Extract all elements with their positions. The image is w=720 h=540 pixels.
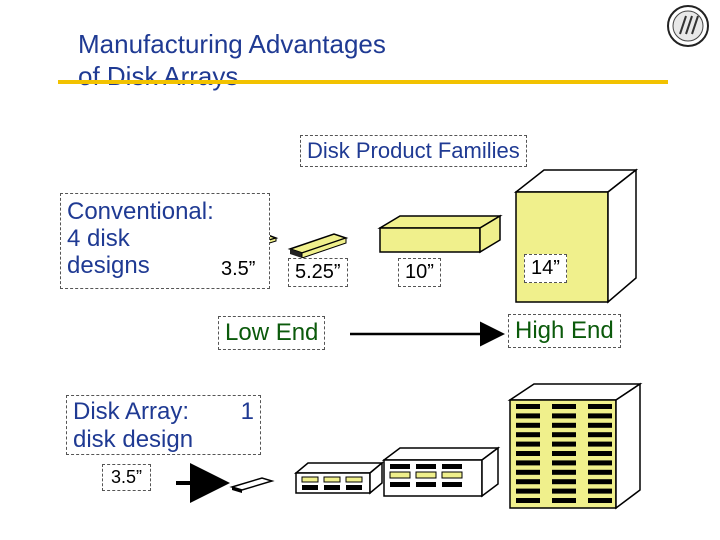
- array-disk-bar: [516, 413, 540, 419]
- slide-title: Manufacturing Advantages of Disk Arrays: [78, 28, 386, 92]
- size-label-14: 14”: [524, 254, 567, 283]
- array-disk-bar: [552, 441, 576, 447]
- array-medium-drawing: [381, 446, 501, 498]
- disk-product-families-label: Disk Product Families: [300, 135, 527, 167]
- conventional-line-2: 4 disk: [67, 225, 130, 252]
- array-disk-bar: [516, 479, 540, 485]
- array-disk-bar: [516, 488, 540, 494]
- array-disk-bar: [588, 479, 612, 485]
- array-disk-bar: [588, 469, 612, 475]
- array-disk-bar: [588, 441, 612, 447]
- conventional-label: Conventional: 4 disk designs 3.5”: [60, 193, 270, 289]
- conventional-line-1: Conventional:: [67, 198, 214, 225]
- array-disk-bar: [552, 460, 576, 466]
- array-disk-bar: [516, 469, 540, 475]
- array-disk-bar: [516, 422, 540, 428]
- array-disk-bar: [552, 479, 576, 485]
- array-disk-bar: [516, 404, 540, 409]
- array-disk-3-5-drawing: [229, 477, 275, 493]
- array-disk-bar: [552, 413, 576, 419]
- array-disk-bar: [552, 469, 576, 475]
- disk-array-line-2: disk design: [73, 426, 194, 453]
- title-line-1: Manufacturing Advantages: [78, 29, 386, 59]
- size-label-5-25: 5.25”: [288, 258, 348, 287]
- array-disk-bar: [516, 441, 540, 447]
- size-label-3-5: 3.5”: [221, 258, 256, 280]
- disk-array-label: Disk Array: 1 disk design: [66, 395, 261, 455]
- array-large-drawing: [507, 382, 643, 510]
- array-disk-bar: [516, 498, 540, 503]
- array-disk-bar: [516, 460, 540, 466]
- size-label-10: 10”: [398, 258, 441, 287]
- high-end-label: High End: [508, 314, 621, 348]
- array-large-bars: [516, 404, 612, 503]
- disk-10-drawing: [377, 214, 503, 254]
- disk-array-line-1: Disk Array:: [73, 398, 190, 425]
- array-disk-bar: [552, 404, 576, 409]
- array-disk-bar: [552, 422, 576, 428]
- array-disk-bar: [552, 498, 576, 503]
- university-seal-icon: [667, 5, 709, 47]
- array-disk-bar: [588, 413, 612, 419]
- title-underline: [58, 80, 668, 84]
- disk-5-25-drawing: [287, 233, 349, 259]
- title-line-2: of Disk Arrays: [78, 61, 239, 91]
- array-disk-bar: [588, 451, 612, 456]
- disk-14-drawing: [513, 168, 639, 304]
- disk-array-count: 1: [240, 398, 254, 425]
- array-disk-bar: [552, 432, 576, 438]
- array-disk-bar: [516, 432, 540, 438]
- array-disk-bar: [588, 404, 612, 409]
- array-disk-bar: [588, 498, 612, 503]
- conventional-line-3: designs: [67, 252, 150, 279]
- array-disk-bar: [552, 488, 576, 494]
- low-end-label: Low End: [218, 316, 326, 350]
- array-disk-bar: [588, 488, 612, 494]
- array-disk-bar: [552, 451, 576, 456]
- array-disk-bar: [516, 451, 540, 456]
- array-disk-bar: [588, 432, 612, 438]
- array-size-label: 3.5”: [102, 464, 152, 491]
- array-small-drawing: [293, 461, 385, 495]
- array-disk-bar: [588, 460, 612, 466]
- array-disk-bar: [588, 422, 612, 428]
